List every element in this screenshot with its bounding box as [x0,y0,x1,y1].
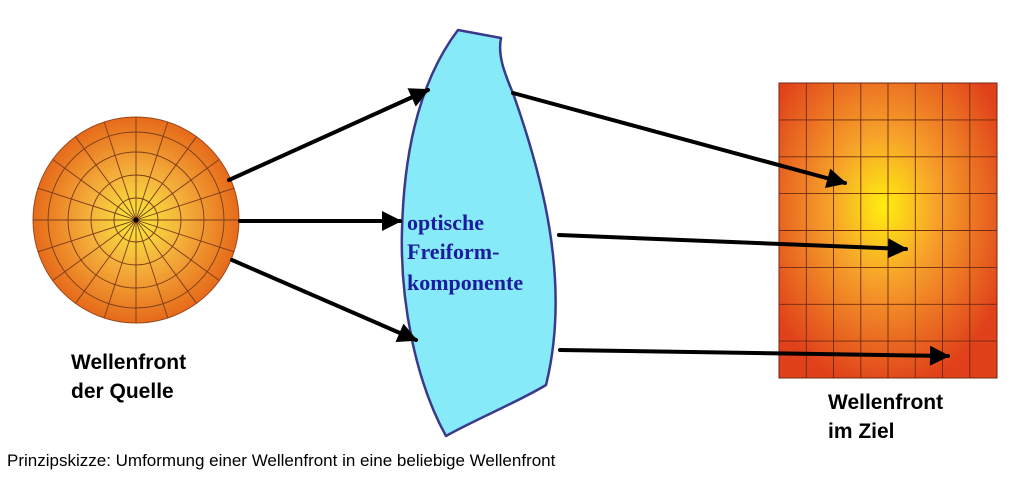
source-grid-spoke [135,219,235,253]
component-label-line2: Freiform- [407,239,499,264]
source-wavefront-disc [32,116,240,324]
component-label: optische Freiform- komponente [407,210,523,295]
ray-out-top [511,91,847,188]
freeform-lens [400,28,557,438]
incoming-rays [227,88,430,342]
source-label-line1: Wellenfront [71,351,186,374]
source-grid-spoke [135,219,169,319]
source-grid-spoke [52,159,137,221]
ray-out-bottom [558,345,950,366]
source-grid-spoke [135,219,220,281]
ray-out-middle [557,233,908,259]
source-grid-spoke [37,219,137,253]
source-grid-spoke [37,187,137,221]
source-center-point [133,217,139,223]
target-label-line2: im Ziel [828,420,895,443]
source-grid-spoke [103,219,137,319]
target-label: Wellenfront im Ziel [828,391,949,443]
ray-in-bottom [230,258,418,342]
target-wavefront-grid [778,82,998,379]
target-grid-lines [779,83,997,378]
outgoing-rays [511,91,950,366]
ray-in-top [227,88,430,182]
source-grid-spoke [135,219,197,304]
source-grid-spokes [33,117,239,323]
figure-caption: Prinzipskizze: Umformung einer Wellenfro… [7,451,556,470]
source-grid-spoke [135,159,220,221]
source-label-line2: der Quelle [71,380,174,403]
source-grid-spoke [103,121,137,221]
source-grid-spoke [135,187,235,221]
source-grid-spoke [135,136,197,221]
component-label-line3: komponente [407,270,523,295]
source-grid-spoke [75,219,137,304]
source-label: Wellenfront der Quelle [71,351,192,403]
component-label-line1: optische [407,210,484,235]
source-grid-spoke [75,136,137,221]
target-label-line1: Wellenfront [828,391,943,414]
source-grid-spoke [135,121,169,221]
source-grid-spoke [52,219,137,281]
